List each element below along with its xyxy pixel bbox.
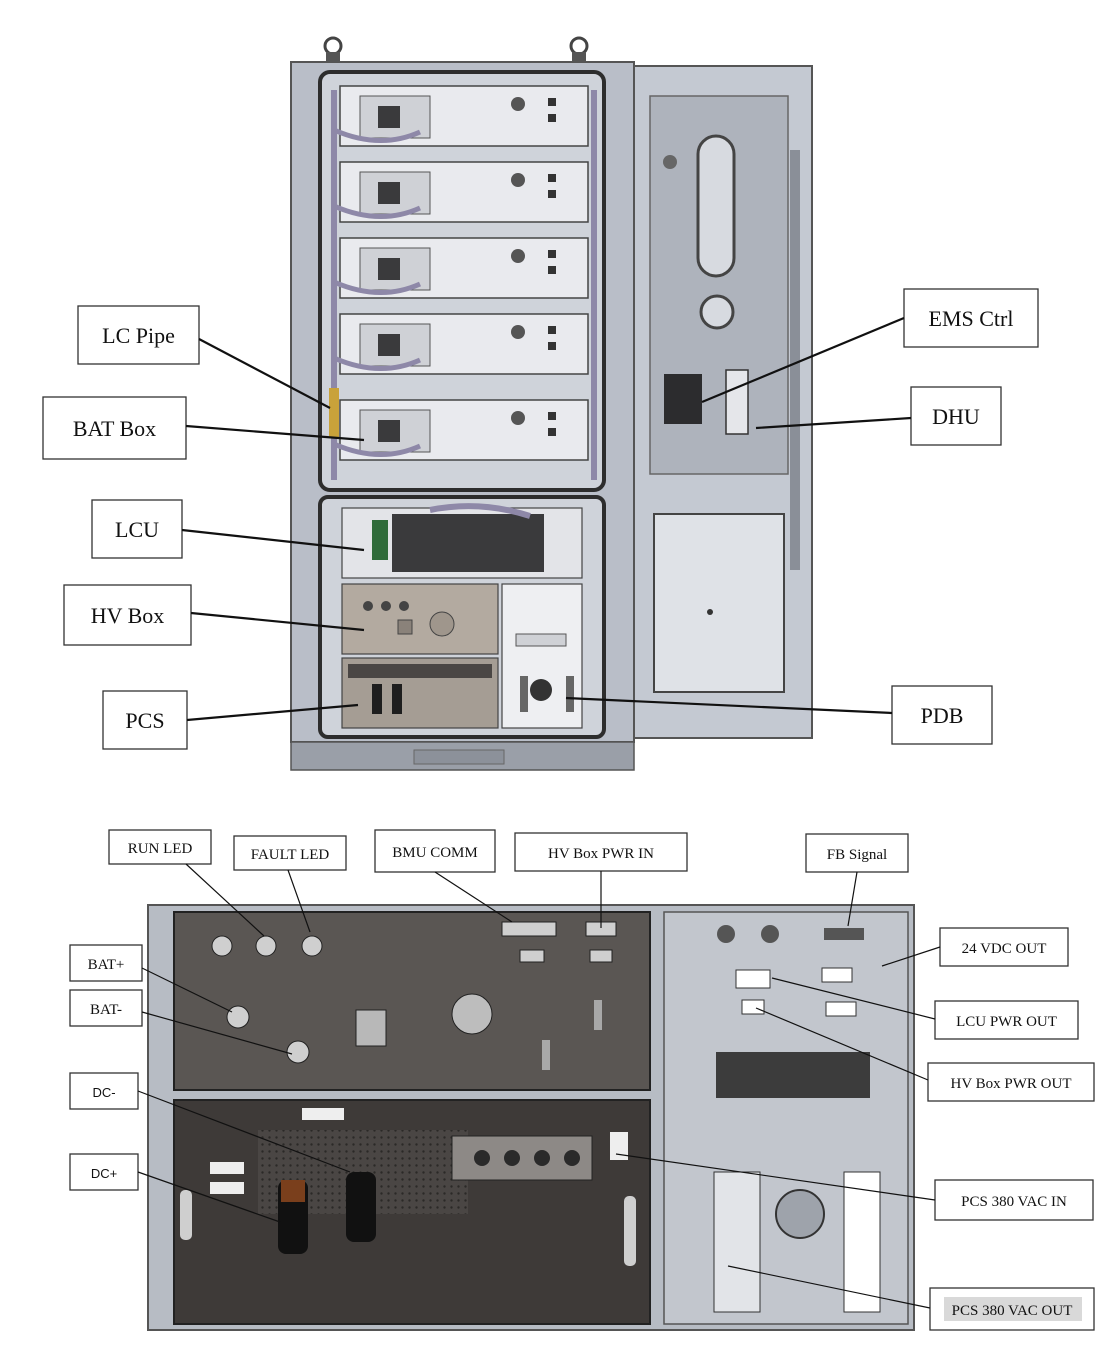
label-lc-pipe: LC Pipe: [77, 305, 200, 365]
svg-text:BAT+: BAT+: [88, 957, 125, 973]
label-hv-box: HV Box: [63, 584, 192, 646]
hv-box-front: [173, 911, 651, 1091]
svg-text:HV Box PWR OUT: HV Box PWR OUT: [951, 1076, 1072, 1092]
battery-module: [339, 313, 589, 375]
label-pcs-380-vac-in: PCS 380 VAC IN: [934, 1179, 1094, 1221]
pdb-front: [663, 911, 909, 1325]
svg-text:BMU COMM: BMU COMM: [392, 845, 477, 861]
label-pcs-380-vac-out: PCS 380 VAC OUT: [929, 1287, 1095, 1331]
hv-box-unit: [341, 583, 499, 655]
svg-text:DHU: DHU: [932, 404, 980, 429]
label-lcu-pwr-out: LCU PWR OUT: [934, 1000, 1079, 1040]
label-lcu: LCU: [91, 499, 183, 559]
label-fault-led: FAULT LED: [233, 835, 347, 871]
svg-text:PCS 380 VAC OUT: PCS 380 VAC OUT: [952, 1303, 1073, 1319]
label-ems-ctrl: EMS Ctrl: [903, 288, 1039, 348]
svg-text:BAT-: BAT-: [90, 1002, 122, 1018]
panel-detail-illustration: [147, 904, 915, 1331]
cabinet-door: [633, 65, 813, 739]
svg-text:BAT Box: BAT Box: [73, 416, 156, 441]
svg-text:PCS: PCS: [125, 708, 164, 733]
svg-text:FB Signal: FB Signal: [827, 847, 887, 863]
label-hv-box-pwr-in: HV Box PWR IN: [514, 832, 688, 872]
svg-text:EMS Ctrl: EMS Ctrl: [929, 306, 1014, 331]
lc-pipes: [329, 90, 597, 480]
svg-text:LCU: LCU: [115, 517, 159, 542]
bottom-leader-lines: [137, 863, 941, 1309]
label-dc-plus: DC+: [69, 1153, 139, 1191]
label-pdb: PDB: [891, 685, 993, 745]
label-fb-signal: FB Signal: [805, 833, 909, 873]
pcs-unit: [341, 657, 499, 729]
svg-text:FAULT LED: FAULT LED: [251, 847, 330, 863]
label-bmu-comm: BMU COMM: [374, 829, 496, 873]
svg-text:PCS 380 VAC IN: PCS 380 VAC IN: [961, 1194, 1067, 1210]
label-bat-minus: BAT-: [69, 989, 143, 1027]
battery-module: [339, 237, 589, 299]
label-run-led: RUN LED: [108, 829, 212, 865]
battery-modules: [339, 85, 589, 461]
svg-text:DC+: DC+: [91, 1166, 117, 1181]
svg-text:DC-: DC-: [92, 1085, 115, 1100]
svg-text:HV Box PWR IN: HV Box PWR IN: [548, 846, 654, 862]
pcs-front: [173, 1099, 651, 1325]
lifting-eye-icon: [323, 36, 343, 62]
label-24-vdc-out: 24 VDC OUT: [939, 927, 1069, 967]
label-bat-plus: BAT+: [69, 944, 143, 982]
cabinet-illustration: [290, 36, 813, 771]
svg-text:LC Pipe: LC Pipe: [102, 323, 175, 348]
label-bat-box: BAT Box: [42, 396, 187, 460]
lifting-eye-icon: [569, 36, 589, 62]
lcu-unit: [341, 503, 583, 579]
top-leader-lines: [181, 316, 912, 722]
label-dc-minus: DC-: [69, 1072, 139, 1110]
label-hv-box-pwr-out: HV Box PWR OUT: [927, 1062, 1095, 1102]
svg-text:PDB: PDB: [921, 703, 964, 728]
battery-module: [339, 399, 589, 461]
pdb-unit: [501, 583, 583, 729]
svg-text:HV Box: HV Box: [91, 603, 165, 628]
label-pcs: PCS: [102, 690, 188, 750]
svg-text:RUN LED: RUN LED: [128, 841, 193, 857]
label-dhu: DHU: [910, 386, 1002, 446]
svg-text:24 VDC OUT: 24 VDC OUT: [962, 941, 1047, 957]
battery-module: [339, 85, 589, 147]
battery-module: [339, 161, 589, 223]
svg-text:LCU PWR OUT: LCU PWR OUT: [956, 1014, 1057, 1030]
